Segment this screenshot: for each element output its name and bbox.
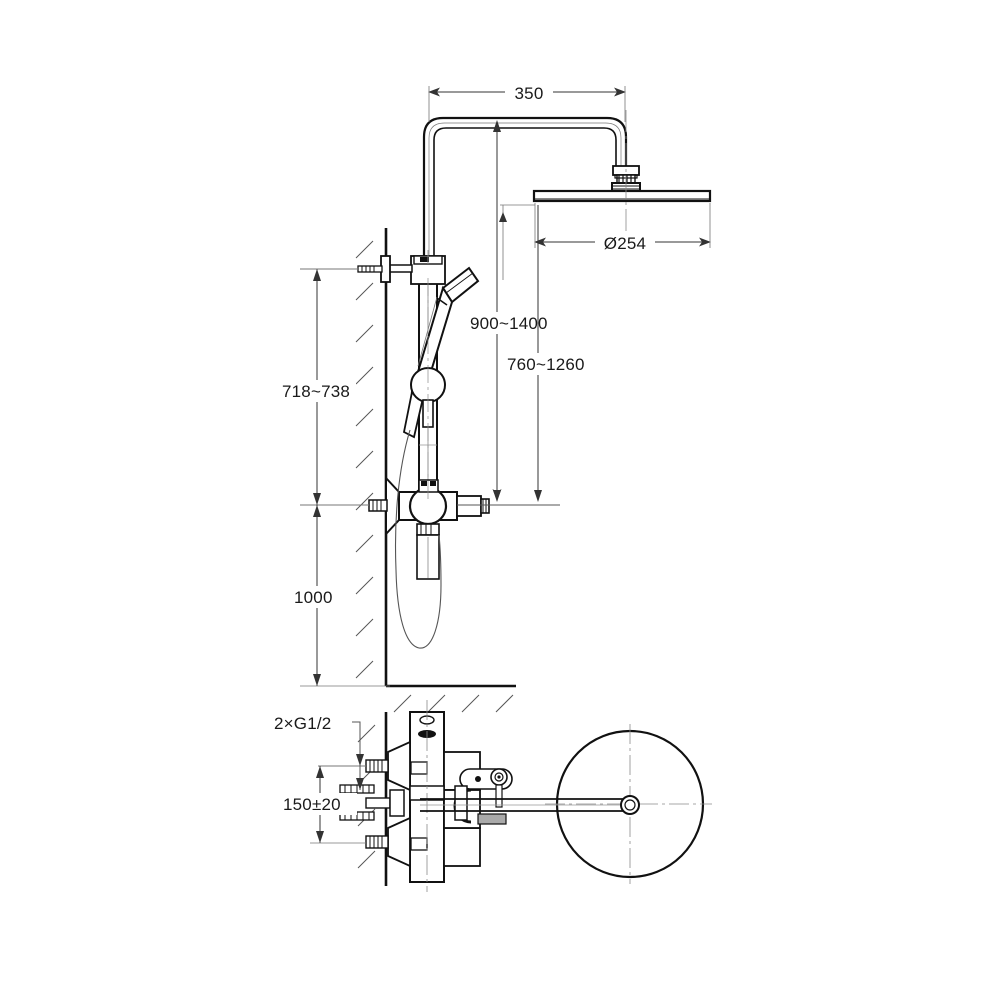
detail-valve-body <box>318 700 513 892</box>
cartridge-assembly <box>453 768 513 825</box>
dim-760-1260-label: 760~1260 <box>507 355 585 374</box>
dim-1000-label: 1000 <box>294 588 333 607</box>
lever-handle[interactable] <box>420 795 640 815</box>
mixer-valve <box>300 475 490 580</box>
top-wall-bracket <box>300 255 446 285</box>
handshower <box>402 266 480 439</box>
dim-760-1260: 760~1260 <box>505 205 605 502</box>
dim-diameter-254: Ø254 <box>534 203 711 253</box>
dim-350-label: 350 <box>515 84 544 103</box>
dim-150-20-label: 150±20 <box>283 795 341 814</box>
shower-hose <box>394 429 442 649</box>
dim-718-738: 718~738 <box>280 268 356 506</box>
shower-arm <box>422 116 628 270</box>
mixer-handle[interactable] <box>456 495 490 517</box>
dim-d254-label: Ø254 <box>604 234 646 253</box>
dim-350: 350 <box>428 82 626 122</box>
shower-head <box>532 189 712 203</box>
dim-900-1400: 900~1400 <box>468 120 564 502</box>
dim-150-20: 150±20 <box>281 766 366 844</box>
leader-2xG12-label: 2×G1/2 <box>274 714 331 733</box>
dim-1000: 1000 <box>292 505 390 687</box>
dim-718-738-label: 718~738 <box>282 382 350 401</box>
wall-hatching <box>355 240 374 679</box>
floor-hatching <box>393 694 514 713</box>
dim-900-1400-label: 900~1400 <box>470 314 548 333</box>
head-leader-arrow <box>499 212 507 222</box>
leader-2xG12: 2×G1/2 <box>272 712 364 790</box>
